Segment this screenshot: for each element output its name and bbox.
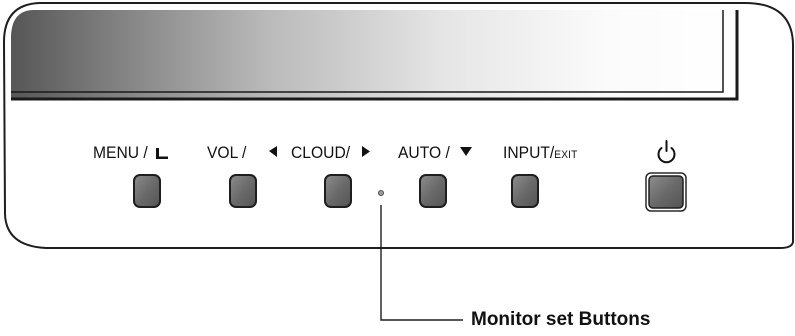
menu-button[interactable] xyxy=(133,174,161,208)
monitor-screen xyxy=(11,10,737,99)
screen-inner-edge xyxy=(11,10,724,93)
menu-label: MENU / xyxy=(93,143,148,162)
callout-leader-line xyxy=(380,205,463,321)
power-button[interactable] xyxy=(645,172,687,212)
power-icon xyxy=(657,140,676,164)
vol-button[interactable] xyxy=(229,174,257,208)
power-led xyxy=(377,189,384,196)
cloud-label: CLOUD/ xyxy=(291,143,351,162)
vol-label: VOL / xyxy=(207,143,247,162)
cloud-button[interactable] xyxy=(324,174,352,208)
return-arrow-icon xyxy=(156,148,168,159)
down-triangle-icon xyxy=(460,147,472,156)
input-exit-button[interactable] xyxy=(511,174,539,208)
right-triangle-icon xyxy=(362,146,370,157)
input-exit-label: INPUT/EXIT xyxy=(503,143,578,162)
auto-button[interactable] xyxy=(419,174,447,208)
screen-frame-edge xyxy=(11,10,739,101)
exit-label: EXIT xyxy=(554,149,578,161)
auto-label: AUTO / xyxy=(398,143,450,162)
left-triangle-icon xyxy=(269,146,277,157)
callout-caption: Monitor set Buttons xyxy=(471,309,651,330)
